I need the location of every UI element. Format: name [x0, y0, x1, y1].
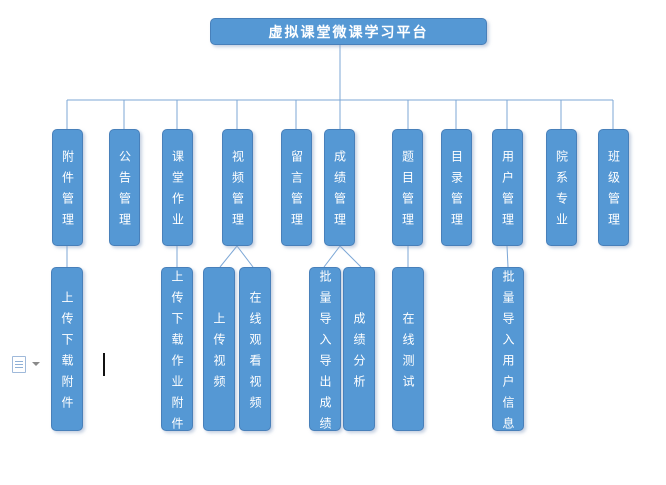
node-attachment-management[interactable]: 附件管理	[52, 129, 83, 246]
node-watch-video-online[interactable]: 在线观看视频	[239, 267, 271, 431]
node-label: 上传视频	[212, 311, 226, 396]
node-label: 院系专业	[554, 150, 569, 234]
node-label: 批量导入用户信息	[501, 269, 515, 438]
node-upload-download-attachment[interactable]: 上传下载附件	[51, 267, 83, 431]
chevron-down-icon	[32, 362, 40, 366]
node-label: 在线观看视频	[248, 290, 262, 417]
node-label: 附件管理	[60, 150, 75, 234]
node-message-management[interactable]: 留言管理	[281, 129, 312, 246]
node-label: 成绩管理	[332, 150, 347, 234]
node-question-management[interactable]: 题目管理	[392, 129, 423, 246]
node-user-management[interactable]: 用户管理	[492, 129, 523, 246]
node-label: 上传下载附件	[60, 290, 74, 417]
node-class-management[interactable]: 班级管理	[598, 129, 629, 246]
node-label: 用户管理	[500, 150, 515, 234]
node-announcement-management[interactable]: 公告管理	[109, 129, 140, 246]
node-grade-analysis[interactable]: 成绩分析	[343, 267, 375, 431]
connector-line	[323, 245, 341, 268]
node-batch-import-user-info[interactable]: 批量导入用户信息	[492, 267, 524, 438]
root-label: 虚拟课堂微课学习平台	[268, 23, 429, 40]
node-batch-import-export-grades[interactable]: 批量导入导出成绩	[309, 267, 341, 438]
node-label: 班级管理	[606, 150, 621, 234]
node-label: 课堂作业	[170, 150, 185, 234]
node-online-test[interactable]: 在线测试	[392, 267, 424, 431]
connector-line	[219, 245, 238, 268]
node-label: 题目管理	[400, 150, 415, 234]
node-label: 批量导入导出成绩	[318, 269, 332, 438]
node-platform-root[interactable]: 虚拟课堂微课学习平台	[210, 18, 487, 45]
text-cursor	[103, 353, 105, 376]
node-upload-video[interactable]: 上传视频	[203, 267, 235, 431]
connector-line	[236, 245, 254, 268]
node-video-management[interactable]: 视频管理	[222, 129, 253, 246]
node-classroom-homework[interactable]: 课堂作业	[162, 129, 193, 246]
node-label: 视频管理	[230, 150, 245, 234]
node-label: 在线测试	[401, 311, 415, 396]
node-upload-download-homework-attachment[interactable]: 上传下载作业附件	[161, 267, 193, 438]
node-catalog-management[interactable]: 目录管理	[441, 129, 472, 246]
clipboard-paste-icon	[12, 355, 26, 373]
node-grade-management[interactable]: 成绩管理	[324, 129, 355, 246]
node-label: 公告管理	[117, 150, 132, 234]
node-label: 目录管理	[449, 150, 464, 234]
node-label: 留言管理	[289, 150, 304, 234]
node-label: 成绩分析	[352, 311, 366, 396]
node-department-major[interactable]: 院系专业	[546, 129, 577, 246]
node-label: 上传下载作业附件	[170, 269, 184, 438]
connector-line	[506, 245, 509, 268]
connector-line	[339, 245, 362, 268]
paste-options-button[interactable]	[12, 354, 44, 374]
